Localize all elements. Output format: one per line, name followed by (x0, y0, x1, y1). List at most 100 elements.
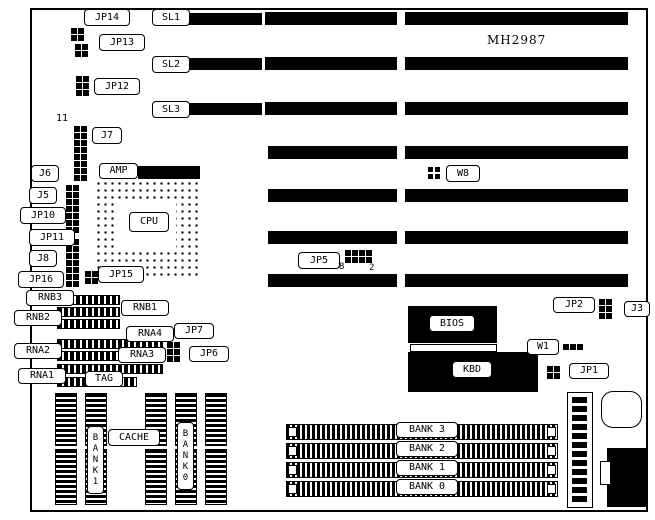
power-pin (572, 451, 587, 457)
w8-connector (428, 167, 440, 179)
label-rna3: RNA3 (118, 347, 166, 363)
jumper-pin (74, 161, 80, 167)
jp7-jp6-connector (167, 342, 180, 362)
power-pin (572, 442, 587, 448)
isa-slot-bar (268, 274, 397, 287)
jumper-pin (74, 140, 80, 146)
power-pin (572, 487, 587, 493)
jumper-pin (74, 147, 80, 153)
jumper-pin (352, 257, 358, 263)
isa-slot-bar (405, 274, 628, 287)
board-model-number: MH2987 (487, 33, 547, 47)
isa-slot-bar (265, 57, 397, 70)
label-tag: TAG (85, 371, 123, 387)
isa-slot-bar (268, 146, 397, 159)
label-rna1: RNA1 (18, 368, 66, 384)
jumper-pin (83, 90, 89, 96)
jumper-pin (554, 373, 560, 379)
jp1-connector (547, 366, 560, 379)
jumper-pin (73, 192, 79, 198)
jumper-pin (554, 366, 560, 372)
cache-chip (55, 449, 77, 505)
cache-chip (205, 393, 227, 446)
jumper-pin (66, 206, 72, 212)
jumper-pin (81, 175, 87, 181)
jumper-pin (73, 239, 79, 245)
jumper-pin (74, 175, 80, 181)
jumper-pin (352, 250, 358, 256)
isa-slot-bar (268, 189, 397, 202)
jumper-pin (174, 356, 180, 362)
jumper-pin (167, 349, 173, 355)
label-bank1-cache: B A N K 1 (87, 426, 104, 494)
jp5-pin-8: 8 (339, 262, 345, 272)
jumper-pin (66, 185, 72, 191)
label-jp16: JP16 (18, 271, 64, 288)
jumper-pin (563, 344, 569, 350)
jumper-pin (547, 373, 553, 379)
jumper-pin (66, 213, 72, 219)
label-w8: W8 (446, 165, 480, 182)
left-pin-header-lower (66, 239, 79, 287)
simm-end-clip (547, 465, 556, 475)
cache-chip (205, 449, 227, 505)
sl2-slot-bar (189, 58, 262, 70)
power-pin (572, 424, 587, 430)
label-cache: CACHE (108, 429, 160, 446)
label-jp11: JP11 (29, 229, 75, 246)
label-sl2: SL2 (152, 56, 190, 73)
cache-chip (145, 449, 167, 505)
label-rnb3: RNB3 (26, 290, 74, 306)
jumper-pin (81, 126, 87, 132)
isa-slot-bar (405, 57, 628, 70)
jumper-pin (66, 253, 72, 259)
jumper-pin (428, 174, 433, 179)
label-jp1: JP1 (569, 363, 609, 379)
jp14-connector (71, 28, 84, 41)
jumper-pin (71, 28, 77, 34)
simm-end-clip (288, 484, 297, 494)
power-pin (572, 469, 587, 475)
jumper-pin (599, 299, 605, 305)
label-sl3: SL3 (152, 101, 190, 118)
jumper-pin (85, 271, 91, 277)
jumper-pin (73, 260, 79, 266)
jumper-pin (345, 250, 351, 256)
bios-socket-strip (410, 344, 497, 352)
jumper-pin (73, 253, 79, 259)
jumper-pin (83, 76, 89, 82)
jumper-pin (428, 167, 433, 172)
label-jp7: JP7 (174, 323, 214, 339)
jumper-pin (599, 306, 605, 312)
isa-slot-bar (405, 102, 628, 115)
jumper-pin (366, 257, 372, 263)
power-pin (572, 397, 587, 403)
jumper-pin (174, 342, 180, 348)
jumper-pin (76, 90, 82, 96)
jumper-pin (73, 220, 79, 226)
simm-end-clip (288, 446, 297, 456)
jumper-pin (81, 154, 87, 160)
label-rna4: RNA4 (126, 326, 174, 342)
jumper-pin (73, 199, 79, 205)
jumper-pin (73, 206, 79, 212)
jumper-pin (73, 213, 79, 219)
jumper-pin (66, 220, 72, 226)
jumper-pin (73, 227, 79, 233)
label-j5: J5 (29, 187, 57, 204)
simm-end-clip (547, 446, 556, 456)
simm-end-clip (547, 484, 556, 494)
pin-count-11: 11 (56, 113, 69, 124)
jumper-pin (74, 168, 80, 174)
keyboard-port-notch (600, 461, 611, 485)
power-pin (572, 433, 587, 439)
amp-bar (138, 166, 200, 179)
jumper-pin (167, 356, 173, 362)
jumper-pin (599, 313, 605, 319)
jumper-pin (81, 168, 87, 174)
label-w1: W1 (527, 339, 559, 355)
jumper-pin (174, 349, 180, 355)
simm-end-clip (547, 427, 556, 437)
jumper-pin (85, 278, 91, 284)
label-j7: J7 (92, 127, 122, 144)
